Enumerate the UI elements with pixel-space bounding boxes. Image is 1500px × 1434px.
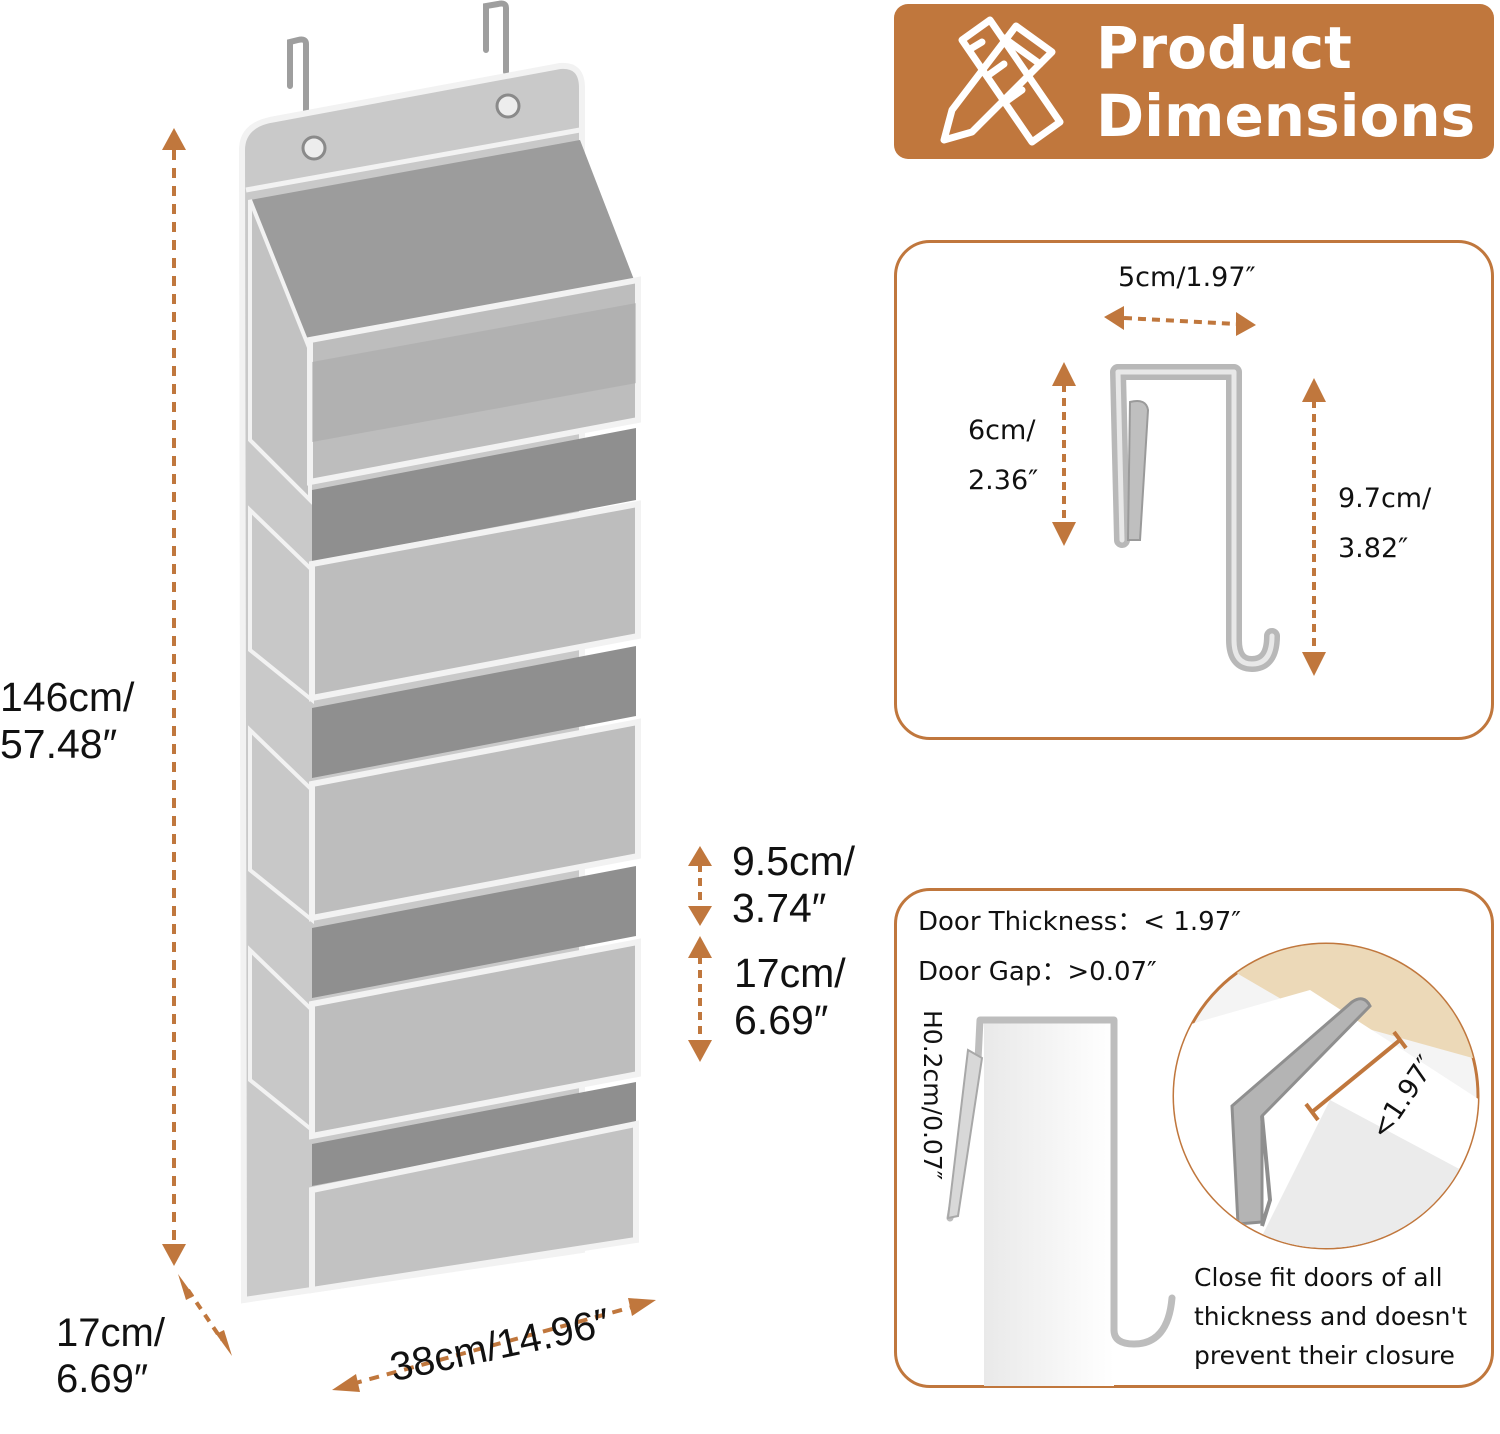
hook-width-dimension-line xyxy=(1104,306,1256,336)
pocket-2 xyxy=(248,428,641,705)
fit-dimension-line xyxy=(1304,1030,1408,1122)
pocket-4 xyxy=(248,866,641,1140)
hook-thickness-label: H0.2cm/0.07″ xyxy=(918,1010,947,1181)
door-gap-value: >0.07″ xyxy=(1067,957,1157,987)
hook-long-leg-label: 9.7cm/ 3.82″ xyxy=(1338,483,1432,564)
depth-label: 17cm/ 6.69″ xyxy=(56,1311,165,1401)
depth-dimension-line xyxy=(178,1274,232,1356)
door-thickness-label: Door Thickness： xyxy=(918,907,1144,937)
grommet-right xyxy=(495,93,521,119)
pocket-1 xyxy=(248,140,641,505)
pocket-gap-dimension-line xyxy=(688,846,712,926)
pocket-height-dimension-line xyxy=(688,936,712,1062)
pocket-3 xyxy=(248,646,641,925)
pocket-5 xyxy=(309,1082,639,1294)
hook-short-leg-dimension-line xyxy=(1052,362,1076,546)
door-gap-spec: Door Gap：>0.07″ xyxy=(918,952,1157,994)
grommet-left xyxy=(301,135,327,161)
door-thickness-spec: Door Thickness：< 1.97″ xyxy=(918,902,1241,944)
door-fit-note: Close fit doors of all thickness and doe… xyxy=(1194,1263,1468,1370)
door-hooks-top xyxy=(287,0,509,115)
width-dimension-line xyxy=(332,1298,656,1392)
title-line-2: Dimensions xyxy=(1096,82,1476,150)
hook-short-leg-label: 6cm/ 2.36″ xyxy=(968,415,1039,496)
title-line-1: Product xyxy=(1096,14,1352,82)
page-title: Product Dimensions xyxy=(1096,14,1475,150)
pocket-gap-label: 9.5cm/ 3.74″ xyxy=(732,838,856,932)
hook-long-leg-dimension-line xyxy=(1302,378,1326,676)
door-slab xyxy=(984,1018,1114,1386)
pocket-height-label: 17cm/ 6.69″ xyxy=(734,950,846,1044)
height-label: 146cm/ 57.48″ xyxy=(0,674,135,768)
height-dimension-line xyxy=(162,128,186,1266)
hook-width-label: 5cm/1.97″ xyxy=(1118,262,1256,293)
door-gap-label: Door Gap： xyxy=(918,957,1068,987)
door-thickness-value: < 1.97″ xyxy=(1143,907,1241,937)
